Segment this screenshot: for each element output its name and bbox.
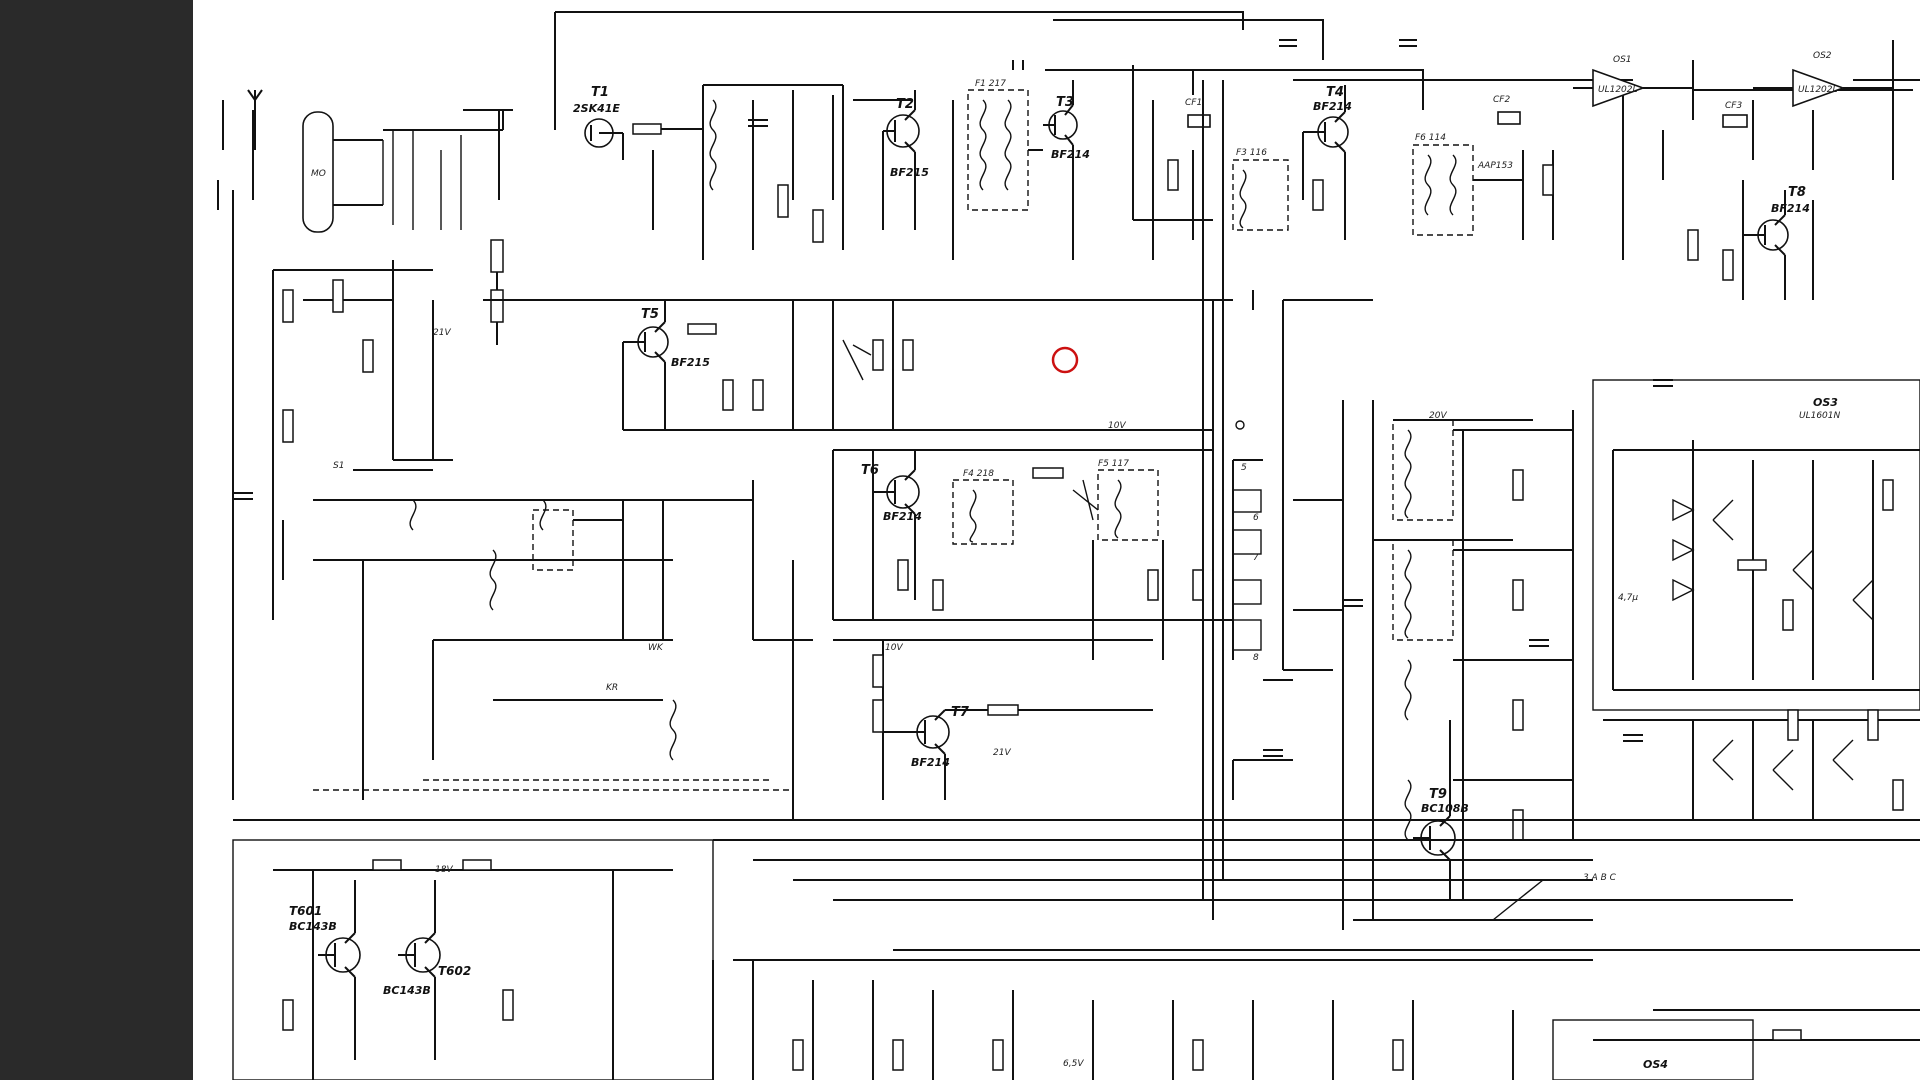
ic-OS1: UL1202L OS1 [1573, 55, 1693, 108]
T1-ref: T1 [591, 85, 609, 100]
T6-type: BF214 [883, 510, 922, 523]
CF3-ref: CF3 [1725, 101, 1742, 111]
bottom-buses: OS4 6,5V [233, 819, 1920, 1080]
T601-type: BC143B [289, 920, 337, 933]
term-6: 6 [1253, 513, 1259, 523]
label-10V-a: 10V [1108, 421, 1126, 431]
OS3-type: UL1601N [1799, 411, 1841, 421]
bottom-left-module: T601 BC143B T602 BC143B 18V [232, 839, 714, 1080]
T3-ref: T3 [1056, 95, 1074, 110]
label-20V: 20V [1429, 411, 1447, 421]
label-10V-b: 10V [885, 643, 903, 653]
if-stage-2: F6 114 CF2 AAP153 [1412, 95, 1554, 240]
term-8: 8 [1253, 653, 1259, 663]
if-stage-1: CF1 F3 116 [1133, 98, 1324, 260]
label-4-7u: 4,7μ [1618, 593, 1638, 603]
T7-type: BF214 [911, 756, 950, 769]
OS3-ref: OS3 [1813, 396, 1838, 409]
term-5: 5 [1241, 463, 1247, 473]
T2-type: BF215 [890, 166, 929, 179]
CF1-ref: CF1 [1185, 98, 1202, 108]
F5-ref: F5 117 [1098, 459, 1129, 469]
viewer-left-margin [0, 0, 193, 1080]
T8-type: BF214 [1771, 202, 1810, 215]
osc-tank: 10V [623, 300, 1213, 431]
label-WK: WK [648, 643, 664, 653]
F3-ref: F3 116 [1236, 148, 1267, 158]
T9-type: BC108B [1421, 802, 1469, 815]
AAP153-label: AAP153 [1477, 161, 1513, 171]
OS1-type: UL1202L [1598, 85, 1638, 95]
misc-capacitors [233, 39, 1673, 757]
schematic-sheet: MO T1 2SK41E [193, 0, 1920, 1080]
transistor-T9: T9 BC108B 3 A B C [1413, 720, 1617, 900]
label-21V-b: 21V [993, 748, 1011, 758]
OS2-type: UL1202L [1798, 85, 1838, 95]
label-21V: 21V [433, 328, 451, 338]
audio-amp-OS3: OS3 UL1601N 4,7μ [1592, 379, 1920, 820]
label-6-5V: 6,5V [1063, 1059, 1084, 1069]
OS4-ref: OS4 [1643, 1058, 1668, 1071]
T5-type: BF215 [671, 356, 710, 369]
label-KR: KR [606, 683, 618, 693]
wire-group-top-buses [217, 11, 1920, 800]
rf-stage-L1 [702, 84, 913, 260]
transistor-T4: T4 BF214 [1302, 85, 1352, 240]
right-center-coils: 20V [1342, 400, 1593, 930]
ic-OS2: UL1202L OS2 CF3 [1662, 51, 1893, 180]
highlight-marker [1051, 346, 1079, 374]
T602-ref: T602 [438, 964, 471, 978]
transistor-T1: T1 2SK41E [573, 85, 703, 230]
input-stage: MO [222, 89, 513, 345]
T7-ref: T7 [951, 705, 970, 720]
T601-ref: T601 [289, 904, 322, 918]
filter-F1: F1 217 [952, 79, 1043, 260]
schematic-drawing: MO T1 2SK41E [217, 11, 1920, 1080]
T6-ref: T6 [861, 463, 879, 478]
F4-ref: F4 218 [963, 469, 994, 479]
OS1-ref: OS1 [1613, 55, 1632, 65]
ant-socket-label: MO [311, 169, 326, 179]
label-18V: 18V [435, 865, 453, 875]
term-7: 7 [1253, 553, 1259, 563]
T2-ref: T2 [896, 97, 914, 112]
T3-type: BF214 [1051, 148, 1090, 161]
transistor-T2: T2 BF215 [882, 90, 929, 230]
left-switch-bank: 21V S1 [272, 260, 453, 620]
F1-ref: F1 217 [975, 79, 1006, 89]
terms-ABC: 3 A B C [1583, 873, 1617, 883]
T8-ref: T8 [1788, 185, 1806, 200]
T4-type: BF214 [1313, 100, 1352, 113]
transistor-T8: T8 BF214 [1687, 180, 1814, 300]
transistor-T3: T3 BF214 [1043, 80, 1090, 260]
transistor-T5: T5 BF215 [483, 299, 1233, 430]
band-coils: WK KR [282, 480, 813, 820]
transistor-T7: T7 BF214 21V 10V [833, 639, 1273, 800]
label-S1: S1 [333, 461, 344, 471]
T1-type: 2SK41E [573, 102, 620, 115]
F6-ref: F6 114 [1415, 133, 1446, 143]
transistor-T6: T6 BF214 F4 218 F5 117 [832, 449, 1233, 660]
T9-ref: T9 [1429, 787, 1447, 802]
T602-type: BC143B [383, 984, 431, 997]
T4-ref: T4 [1326, 85, 1344, 100]
T5-ref: T5 [641, 307, 659, 322]
CF2-ref: CF2 [1493, 95, 1510, 105]
OS2-ref: OS2 [1813, 51, 1832, 61]
